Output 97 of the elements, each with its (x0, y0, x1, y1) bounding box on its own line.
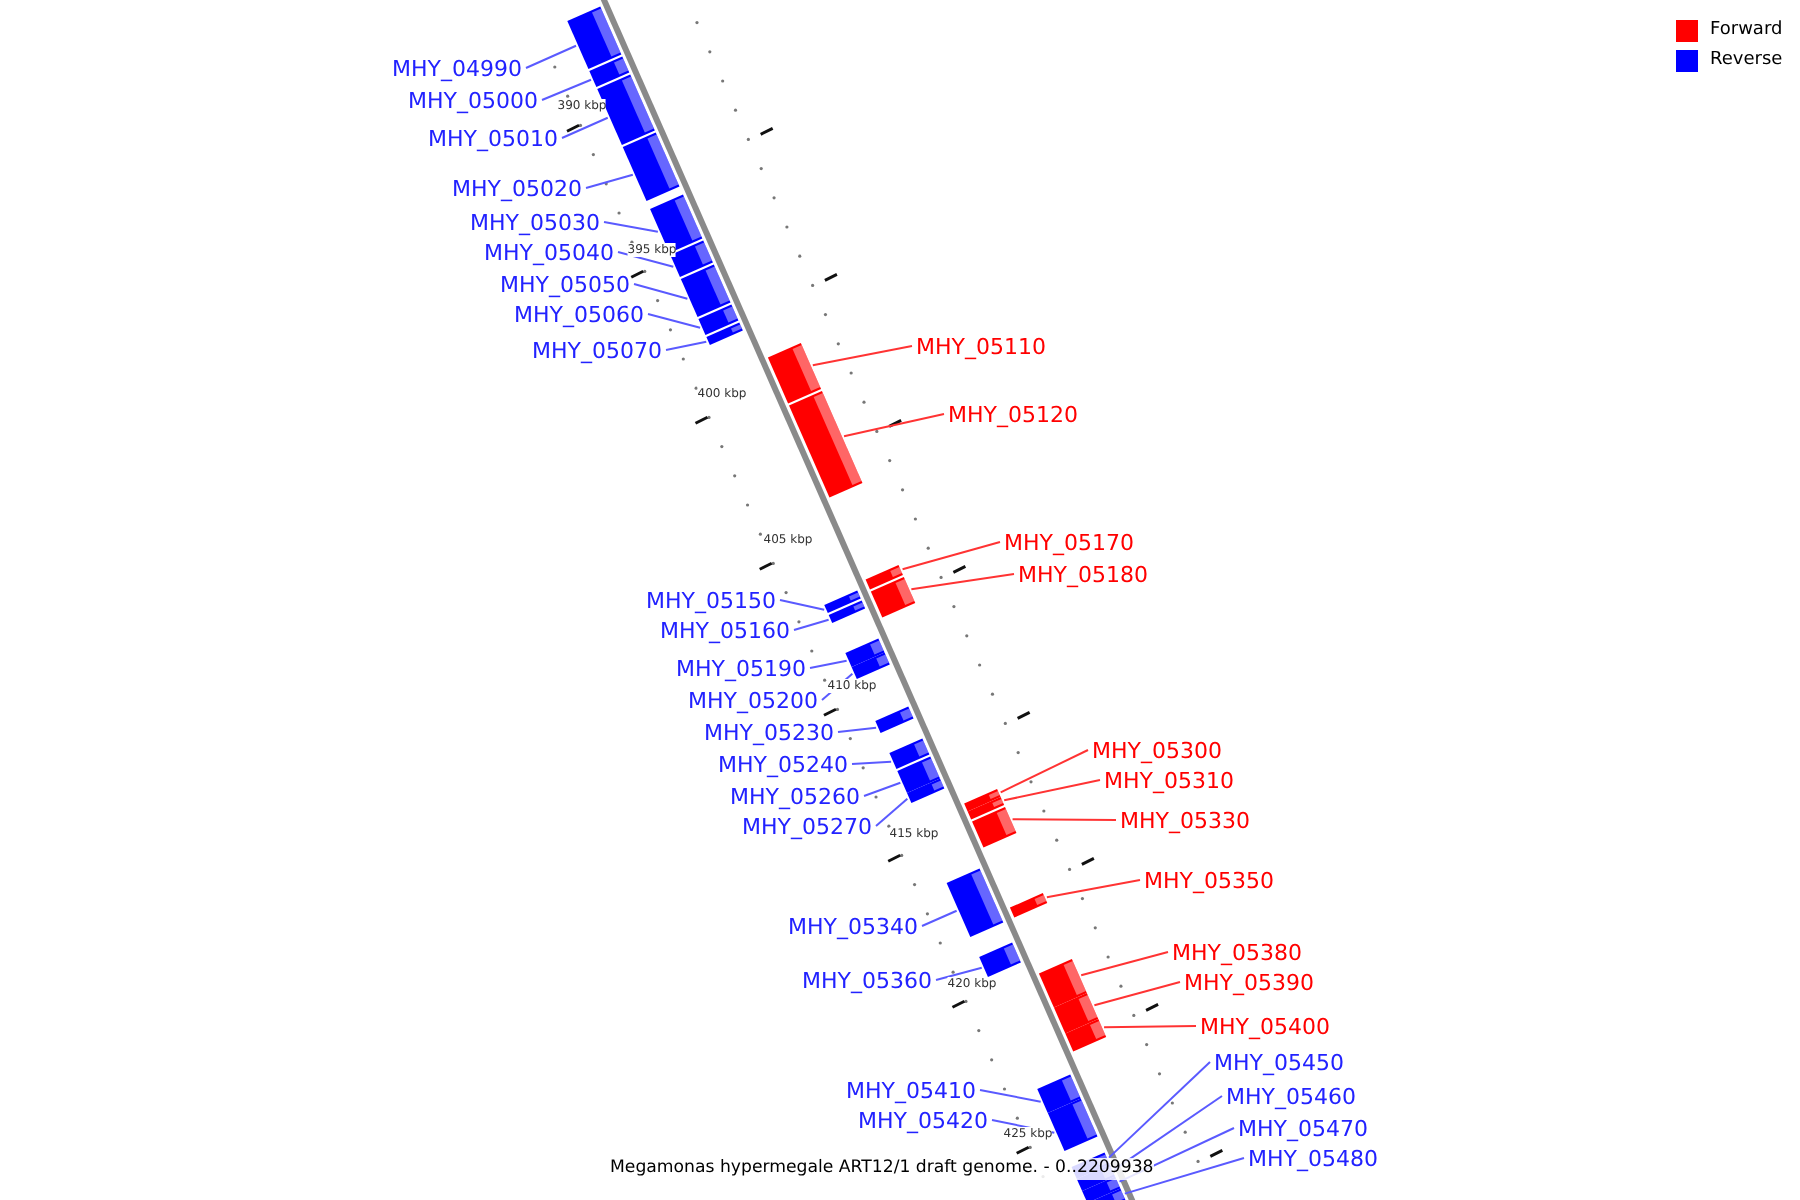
leader-line (1003, 779, 1101, 802)
gene-feature-bar (767, 343, 822, 404)
legend-label: Reverse (1710, 50, 1783, 72)
leader-line (1108, 1061, 1211, 1159)
leader-line (811, 345, 913, 367)
gene-feature-bar (875, 706, 914, 733)
gene-feature-bar (698, 304, 739, 335)
leader-line (541, 78, 592, 101)
gene-label: MHY_05260 (730, 783, 860, 809)
gene-feature-bar (1053, 993, 1099, 1034)
gene-feature-bar (1082, 1176, 1121, 1200)
gene-feature-bar (845, 638, 885, 667)
gene-feature-bar (946, 868, 1004, 937)
gene-label: MHY_05000 (408, 87, 538, 113)
leader-line (525, 44, 578, 69)
gene-feature-bar (828, 600, 866, 623)
gene-label: MHY_05230 (704, 719, 834, 745)
leader-line (910, 573, 1015, 591)
leader-line (809, 659, 848, 669)
gene-label: MHY_05190 (676, 655, 806, 681)
gene-label: MHY_05470 (1238, 1115, 1368, 1141)
gene-feature-bar (789, 391, 863, 498)
gene-label: MHY_05240 (718, 751, 848, 777)
gene-feature-bar (889, 738, 930, 769)
gene-label: MHY_05330 (1120, 807, 1250, 833)
leader-line (1103, 1025, 1197, 1029)
gene-label: MHY_05300 (1092, 737, 1222, 763)
leader-line (647, 313, 702, 329)
gene-label: MHY_05360 (802, 967, 932, 993)
leader-line (979, 1089, 1042, 1103)
gene-label: MHY_05310 (1104, 767, 1234, 793)
gene-label: MHY_05390 (1184, 969, 1314, 995)
leader-line (1080, 951, 1169, 977)
leader-line (843, 413, 945, 438)
leader-line (561, 116, 609, 139)
gene-label: MHY_05150 (646, 587, 776, 613)
gene-label: MHY_05120 (948, 401, 1078, 427)
gene-label: MHY_05020 (452, 175, 582, 201)
leader-line (875, 797, 909, 827)
gene-feature-bar (907, 778, 945, 803)
gene-feature-bar (851, 652, 890, 679)
leader-line (585, 173, 634, 189)
gene-label: MHY_05400 (1200, 1013, 1330, 1039)
gene-label: MHY_05410 (846, 1077, 976, 1103)
gene-feature-bar (706, 322, 743, 345)
gene-feature-bar (1065, 1019, 1107, 1052)
gene-label: MHY_05160 (660, 617, 790, 643)
gene-label: MHY_05050 (500, 271, 630, 297)
leader-line (793, 618, 830, 631)
gene-label: MHY_04990 (392, 55, 522, 81)
leader-line (1045, 879, 1141, 899)
gene-label: MHY_05030 (470, 209, 600, 235)
gene-label: MHY_05350 (1144, 867, 1274, 893)
gene-label: MHY_05380 (1172, 939, 1302, 965)
leader-line (935, 966, 983, 981)
gene-feature-bar (967, 797, 1005, 820)
leader-line (1093, 981, 1181, 1007)
leader-line (1011, 818, 1117, 821)
gene-label: MHY_05340 (788, 913, 918, 939)
leader-line (901, 541, 1001, 571)
leader-line (999, 749, 1089, 794)
gene-label: MHY_05450 (1214, 1049, 1344, 1075)
leader-line (603, 221, 659, 233)
gene-feature-bar (1038, 959, 1087, 1008)
gene-label: MHY_05040 (484, 239, 614, 265)
gene-feature-bar (979, 942, 1021, 977)
gene-feature-bar (897, 756, 940, 793)
leader-line (617, 251, 675, 268)
legend-label: Forward (1710, 20, 1783, 42)
leader-line (633, 283, 689, 300)
gene-label: MHY_05460 (1226, 1083, 1356, 1109)
gene-label: MHY_05480 (1248, 1145, 1378, 1171)
gene-label: MHY_05170 (1004, 529, 1134, 555)
gene-label: MHY_05270 (742, 813, 872, 839)
gene-feature-bar (870, 577, 916, 618)
gene-feature-bar (824, 590, 861, 613)
gene-feature-bar (622, 132, 680, 201)
gene-label: MHY_05110 (916, 333, 1046, 359)
gene-label: MHY_05070 (532, 337, 662, 363)
leader-line (1123, 1157, 1245, 1195)
gene-feature-bar (1009, 893, 1048, 918)
leader-line (863, 781, 902, 797)
gene-feature-bar (650, 194, 703, 253)
gene-feature-bar (865, 565, 903, 590)
gene-label: MHY_05010 (428, 125, 558, 151)
gene-label: MHY_05060 (514, 301, 644, 327)
gene-feature-bar (1037, 1074, 1081, 1113)
gene-label: MHY_05180 (1018, 561, 1148, 587)
leader-line (837, 726, 878, 733)
leader-line (851, 760, 893, 765)
leader-line (779, 599, 826, 611)
gene-feature-bar (589, 56, 630, 87)
gene-feature-bar (964, 789, 1001, 812)
leader-line (665, 340, 708, 351)
gene-label: MHY_05420 (858, 1107, 988, 1133)
leader-line (921, 909, 958, 927)
gene-label: MHY_05200 (688, 687, 818, 713)
